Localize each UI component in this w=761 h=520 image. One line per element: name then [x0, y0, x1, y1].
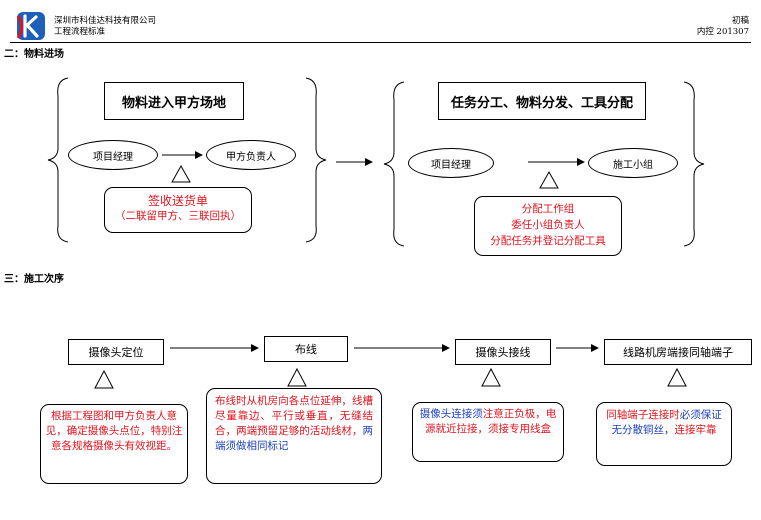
sign-delivery-note: 签收送货单 — [147, 194, 208, 208]
left-project-manager-oval: 项目经理 — [68, 140, 158, 170]
step-camera-positioning: 摄像头定位 — [68, 339, 164, 365]
note-wiring-intro: 摄像头连接须 — [419, 408, 483, 420]
company-logo — [16, 12, 45, 40]
assign-tasks-tools: 分配任务并登记分配工具 — [490, 235, 606, 247]
right-project-manager-oval: 项目经理 — [408, 148, 494, 178]
appoint-team-leader: 委任小组负责人 — [511, 219, 585, 231]
delivery-note-box: 签收送货单 （二联留甲方、三联回执） — [104, 187, 252, 233]
company-header: 深圳市科佳达科技有限公司 工程流程标准 — [54, 16, 156, 38]
assign-work-group: 分配工作组 — [521, 203, 575, 215]
note-cabling: 布线时从机房向各点位延伸，线槽尽量靠边、平行或垂直，无缝结合，两端预留足够的活动… — [206, 388, 382, 484]
note-coax-termination: 同轴端子连接时必须保证无分散铜丝，连接牢靠 — [596, 402, 732, 466]
triangle-step3 — [481, 367, 501, 387]
control-number: 内控 201307 — [696, 27, 749, 37]
header-divider — [10, 42, 751, 43]
note-cabling-text: 布线时从机房向各点位延伸，线槽尽量靠边、平行或垂直，无缝结合，两端预留足够的活动… — [215, 395, 373, 437]
left-group-open-brace — [47, 77, 69, 243]
triangle-assignment — [539, 170, 559, 189]
triangle-delivery — [171, 164, 191, 183]
note-coax-secure: 连接牢靠 — [674, 424, 717, 436]
step-cabling: 布线 — [264, 336, 348, 362]
material-entry-title: 物料进入甲方场地 — [104, 82, 244, 120]
note-camera-positioning: 根据工程图和甲方负责人意见，确定摄像头点位，特别注意各规格摄像头有效视距。 — [40, 404, 188, 484]
note-coax-intro: 同轴端子连接时 — [606, 409, 680, 421]
revision-block: 初稿 内控 201307 — [697, 16, 749, 38]
section-heading-material: 二：物料进场 — [4, 49, 64, 60]
right-group-close-brace — [683, 81, 705, 247]
delivery-copies-note: （二联留甲方、三联回执） — [115, 210, 241, 222]
right-group-open-brace — [383, 81, 405, 247]
note-coax-copper: 必须保证无分散铜丝， — [611, 409, 722, 436]
triangle-step2 — [287, 367, 307, 387]
draft-label: 初稿 — [731, 16, 749, 26]
step-coax-termination: 线路机房端接同轴端子 — [604, 339, 752, 365]
document-type: 工程流程标准 — [54, 27, 106, 37]
step-camera-wiring: 摄像头接线 — [455, 339, 551, 365]
triangle-step4 — [667, 367, 687, 387]
note-camera-wiring: 摄像头连接须注意正负极，电源就近拉接，须接专用线盒 — [412, 402, 564, 462]
left-group-close-brace — [305, 77, 327, 243]
note-wiring-detail: 注意正负极，电源就近拉接，须接专用线盒 — [425, 408, 557, 435]
owner-manager-oval: 甲方负责人 — [206, 140, 296, 170]
company-name: 深圳市科佳达科技有限公司 — [54, 16, 157, 26]
triangle-step1 — [94, 369, 114, 389]
note-cabling-marking: 两端须做相同标记 — [215, 425, 373, 452]
construction-team-oval: 施工小组 — [588, 148, 678, 178]
section-heading-construction: 三：施工次序 — [4, 274, 64, 285]
task-distribution-title: 任务分工、物料分发、工具分配 — [438, 82, 646, 120]
assignment-note-box: 分配工作组 委任小组负责人 分配任务并登记分配工具 — [474, 196, 622, 256]
